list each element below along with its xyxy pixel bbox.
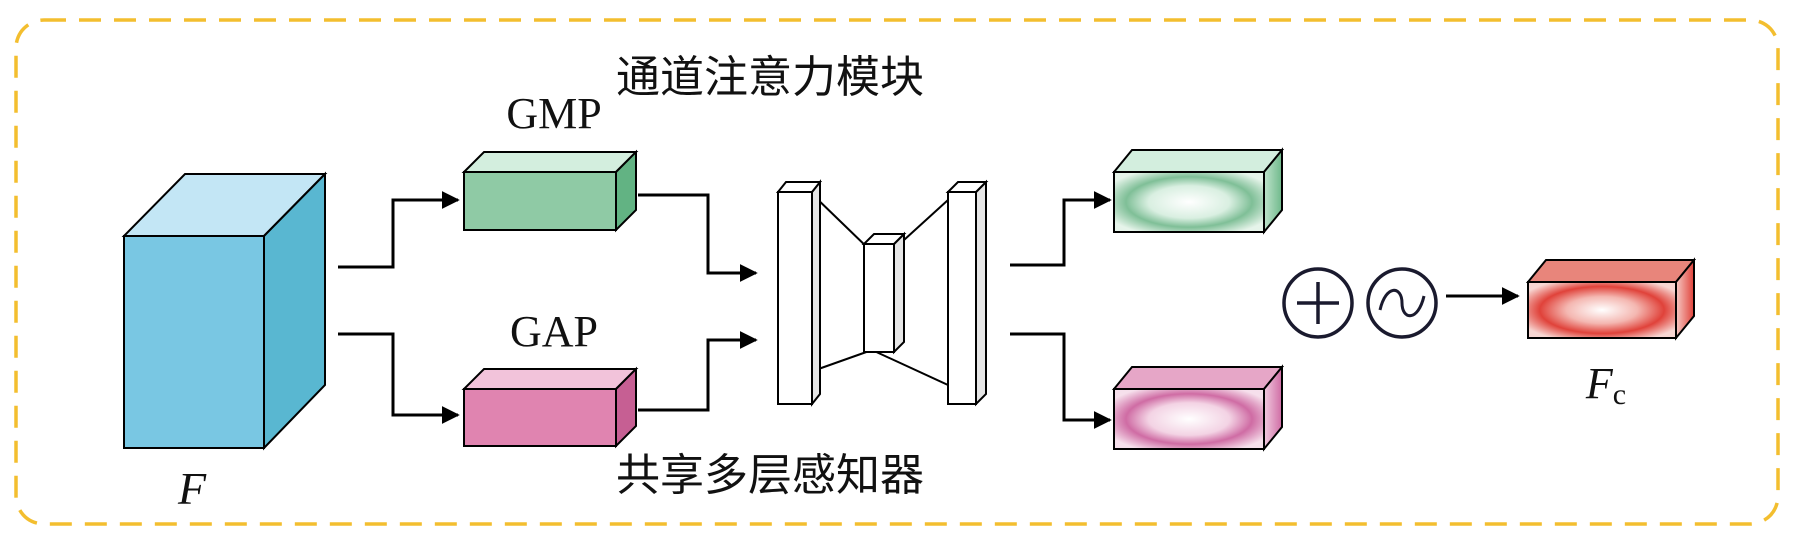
input-cube-front bbox=[123, 235, 265, 449]
gmp-block-front bbox=[463, 171, 617, 231]
avg-map-top bbox=[1111, 366, 1285, 390]
arrow-gap-to-mlp bbox=[638, 331, 758, 412]
output-label: Fc bbox=[1585, 359, 1626, 411]
input-feature-cube bbox=[121, 171, 328, 451]
arrow-mlp-to-max-output bbox=[1010, 191, 1112, 267]
gap-block-top bbox=[461, 368, 639, 390]
gmp-block-top bbox=[461, 151, 639, 173]
input-label: F bbox=[177, 463, 207, 514]
gmp-label: GMP bbox=[506, 89, 601, 138]
output-map-top bbox=[1525, 259, 1697, 283]
gap-label: GAP bbox=[510, 307, 598, 356]
arrow-input-to-gmp bbox=[338, 191, 460, 269]
module-title: 通道注意力模块 bbox=[616, 52, 924, 103]
output-attention-map bbox=[1525, 257, 1697, 341]
arrow-mlp-to-avg-output bbox=[1010, 332, 1112, 429]
output-label-main: F bbox=[1585, 359, 1614, 408]
output-map-front bbox=[1527, 281, 1677, 339]
arrow-gmp-to-mlp bbox=[638, 193, 758, 282]
max-map-top bbox=[1111, 149, 1285, 173]
module-frame bbox=[14, 18, 1780, 526]
output-label-sub: c bbox=[1613, 378, 1626, 411]
add-icon bbox=[1282, 267, 1354, 339]
mlp-layer-output bbox=[947, 191, 977, 405]
avg-map-front bbox=[1113, 388, 1265, 450]
arrow-input-to-gap bbox=[338, 332, 460, 424]
max-attention-map bbox=[1111, 147, 1285, 235]
mlp-layer-input-top bbox=[775, 181, 823, 193]
gmp-block bbox=[461, 149, 639, 233]
mlp-label: 共享多层感知器 bbox=[616, 450, 924, 501]
mlp-layer-input bbox=[777, 191, 813, 405]
gap-block-front bbox=[463, 388, 617, 447]
mlp-layer-hidden bbox=[863, 243, 895, 353]
mlp-layer-input-side bbox=[811, 179, 821, 407]
avg-attention-map bbox=[1111, 364, 1285, 452]
shared-mlp bbox=[775, 179, 989, 407]
mlp-layer-hidden-side bbox=[893, 231, 905, 355]
sigmoid-icon bbox=[1366, 267, 1438, 339]
mlp-connector bbox=[903, 199, 949, 241]
mlp-layer-output-side bbox=[975, 179, 987, 407]
gap-block bbox=[461, 366, 639, 449]
max-map-front bbox=[1113, 171, 1265, 233]
mlp-connector bbox=[871, 349, 949, 386]
